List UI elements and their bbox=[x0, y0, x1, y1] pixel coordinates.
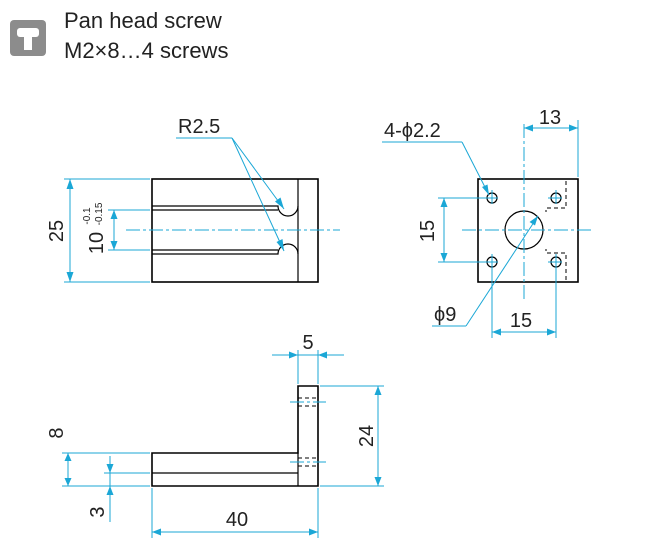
front-slot-tol-upper: -0.1 bbox=[82, 207, 93, 225]
side-hole-spacing-h-label: 15 bbox=[510, 310, 532, 332]
front-view: 25 10 -0.1 -0.15 R2.5 bbox=[46, 116, 340, 283]
bracket-height-label: 24 bbox=[356, 425, 378, 447]
radius-label: R2.5 bbox=[178, 116, 220, 138]
front-slot-tol-lower: -0.15 bbox=[94, 202, 105, 225]
bracket-thickness-label: 5 bbox=[302, 332, 313, 354]
screw-title: Pan head screw bbox=[64, 8, 222, 33]
center-hole-label: ϕ9 bbox=[434, 304, 456, 326]
pan-head-screw-icon bbox=[10, 20, 46, 56]
screw-spec: M2×8…4 screws bbox=[64, 38, 229, 63]
side-hole-spacing-v-label: 15 bbox=[417, 220, 439, 242]
bracket-length-label: 40 bbox=[226, 509, 248, 531]
bracket-base-thickness-label: 3 bbox=[87, 506, 109, 517]
front-height-label: 25 bbox=[46, 220, 68, 242]
bracket-base-height-label: 8 bbox=[46, 427, 68, 438]
bracket-view: 5 24 8 3 40 bbox=[46, 332, 384, 538]
side-holes-label: 4-ϕ2.2 bbox=[384, 120, 441, 142]
side-view: 13 4-ϕ2.2 15 ϕ9 15 bbox=[382, 107, 594, 338]
header: Pan head screw M2×8…4 screws bbox=[0, 0, 661, 80]
side-top-width-label: 13 bbox=[539, 107, 561, 129]
front-slot-label: 10 bbox=[86, 232, 108, 254]
